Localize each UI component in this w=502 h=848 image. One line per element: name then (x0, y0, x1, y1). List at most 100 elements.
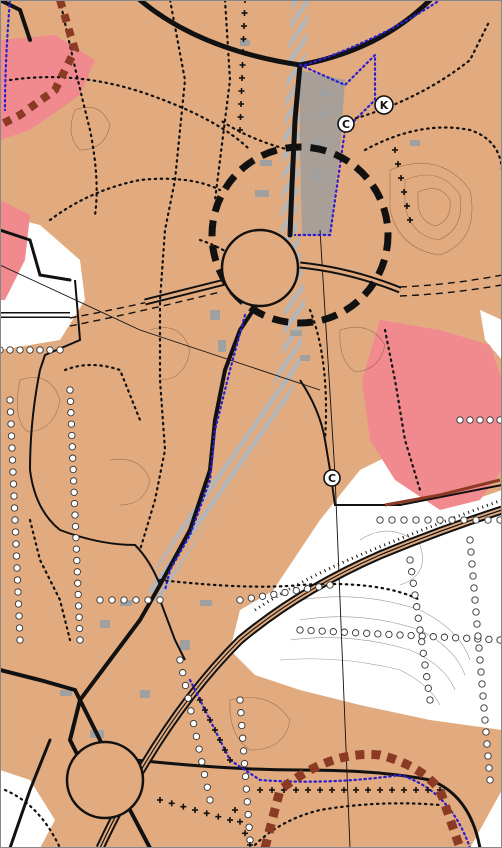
circle-symbol (467, 548, 475, 556)
plus-symbol (205, 810, 208, 817)
circle-symbol (12, 540, 20, 548)
circle-symbol (258, 592, 267, 600)
circle-symbol (292, 586, 300, 595)
circle-symbol (13, 576, 22, 584)
plus-symbol (234, 807, 236, 813)
circle-symbol (8, 456, 17, 464)
plus-symbol (182, 803, 185, 810)
circle-symbol (424, 516, 432, 524)
circle-symbol (74, 579, 82, 587)
circle-symbol (436, 516, 444, 524)
plus-symbol (209, 717, 211, 723)
circle-symbol (181, 681, 190, 690)
circle-symbol (8, 444, 16, 452)
circle-symbol (416, 626, 424, 634)
circle-symbol (7, 432, 16, 440)
circle-symbol (46, 346, 54, 354)
plus-symbol (355, 787, 357, 793)
circle-symbol (478, 680, 486, 688)
circle-symbol (238, 721, 246, 730)
plus-symbol (239, 127, 241, 133)
circle-symbol (187, 707, 195, 715)
circle-symbol (200, 770, 209, 779)
circle-symbol (421, 661, 429, 669)
circle-symbol (281, 588, 289, 597)
circle-symbol (236, 696, 244, 704)
marker-k-label: K (380, 99, 389, 112)
circle-symbol (10, 492, 18, 500)
circle-symbol (75, 624, 84, 633)
plus-symbol (217, 813, 220, 820)
circle-symbol (239, 747, 248, 755)
map-marker-c-upper[interactable]: C (337, 115, 355, 133)
circle-symbol (409, 579, 417, 587)
circle-symbol (475, 644, 483, 652)
circle-symbol (239, 734, 247, 742)
circle-symbol (318, 627, 326, 635)
circle-symbol (496, 516, 502, 524)
circle-symbol (247, 594, 255, 602)
circle-symbol (244, 810, 252, 819)
circle-symbol (11, 516, 19, 524)
circle-symbol (472, 608, 480, 616)
plus-symbol (400, 175, 402, 181)
plus-symbol (229, 757, 231, 763)
circle-symbol (67, 409, 75, 417)
plus-symbol (199, 697, 201, 703)
plus-symbol (242, 49, 244, 55)
plus-symbol (224, 747, 226, 753)
circle-symbol (315, 583, 323, 591)
plus-symbol (307, 787, 309, 793)
plus-symbol (244, 830, 246, 837)
circle-symbol (385, 630, 393, 639)
circle-symbol (496, 416, 502, 424)
circle-symbol (240, 759, 249, 768)
circle-symbol (451, 634, 460, 642)
circle-symbol (482, 728, 490, 736)
circle-symbol (70, 499, 79, 508)
cross-road (0, 261, 502, 327)
plus-symbol (415, 787, 417, 793)
circle-symbol (237, 709, 245, 717)
circle-symbol (15, 624, 24, 632)
circle-symbol (426, 696, 434, 704)
circle-symbol (418, 638, 426, 646)
circle-symbol (460, 516, 468, 524)
circle-symbol (68, 443, 76, 451)
circle-symbol (75, 613, 83, 621)
circle-symbol (156, 596, 164, 604)
circle-symbol (6, 396, 14, 404)
plus-symbol (214, 727, 216, 733)
circle-symbol (412, 516, 420, 524)
circle-symbol (374, 630, 382, 638)
plus-symbol (241, 75, 243, 81)
circle-symbol (9, 468, 17, 476)
plus-symbol (159, 797, 161, 803)
dotted-paths (3, 0, 502, 848)
circle-symbol (242, 785, 251, 793)
circle-symbol (26, 346, 34, 354)
motorway (95, 498, 502, 848)
map-marker-c-lower[interactable]: C (323, 469, 341, 487)
circle-symbol (69, 465, 77, 474)
map-marker-k[interactable]: K (374, 95, 394, 115)
plus-symbol (241, 62, 244, 68)
circle-symbol (469, 572, 477, 580)
circle-symbol (419, 649, 427, 657)
circle-symbol (296, 626, 304, 634)
circle-symbol (303, 585, 312, 593)
plus-symbol (170, 800, 173, 807)
plus-symbol (271, 787, 273, 793)
circle-symbol (71, 522, 80, 531)
circle-symbol (73, 568, 81, 576)
roundabout-upper (220, 228, 300, 308)
circle-symbol (485, 635, 493, 644)
circle-symbol (74, 602, 83, 610)
plus-symbol (397, 161, 399, 167)
circle-symbol (486, 776, 494, 784)
circle-symbol (10, 504, 19, 512)
main-roads (0, 0, 482, 848)
circle-symbol (481, 716, 489, 724)
circle-symbol (198, 758, 206, 766)
